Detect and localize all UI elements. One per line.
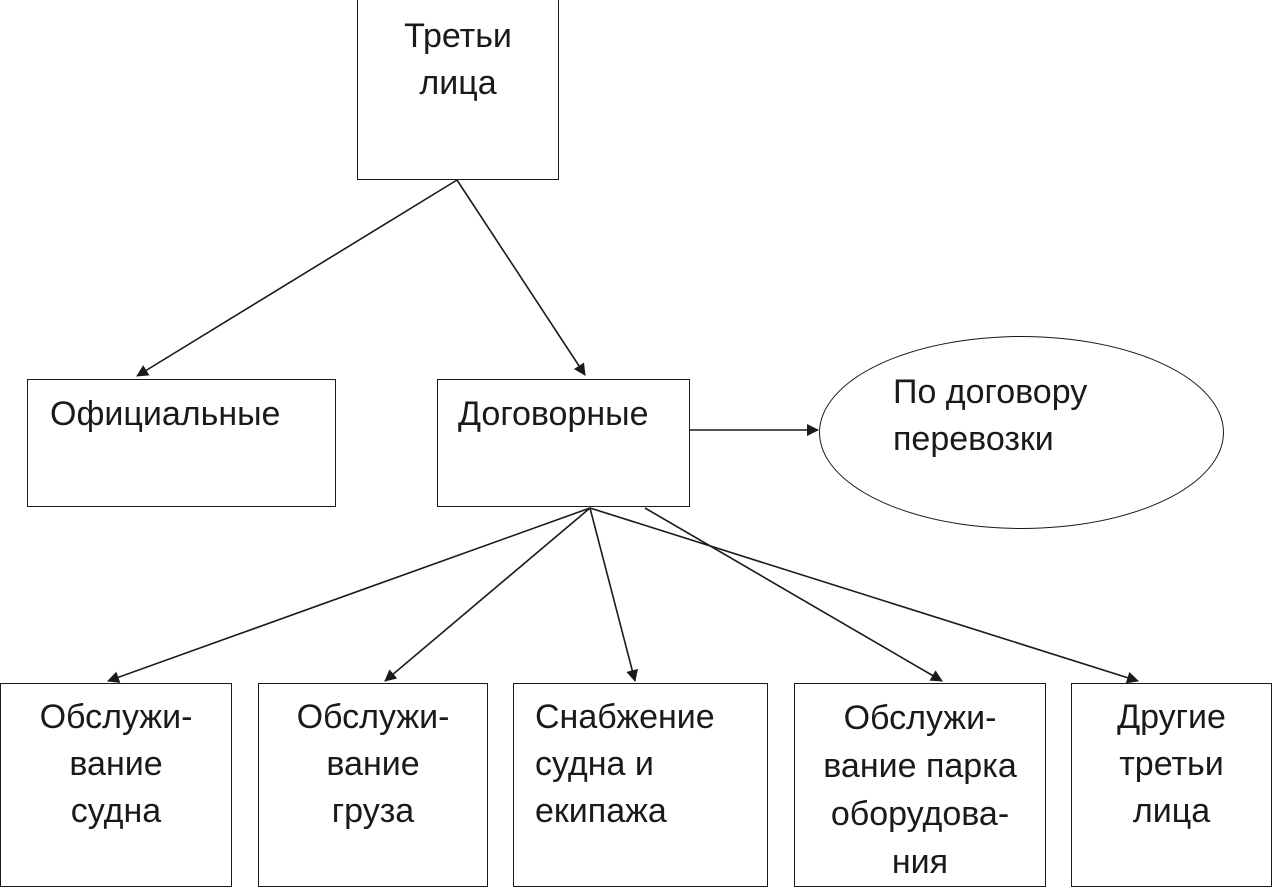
contractual-node	[437, 379, 690, 507]
supply-node	[513, 683, 768, 887]
equipment-service-label-line-4: ния	[891, 843, 949, 881]
third-parties-label: Третьи лица	[357, 13, 559, 107]
other-third-parties-node	[1071, 683, 1272, 887]
cargo-service-label-line-1: Обслужи-	[296, 698, 450, 736]
by-contract-label-line-2: перевозки	[893, 420, 1054, 458]
cargo-service-label-line-3: груза	[331, 792, 415, 830]
official-label-line-1: Официальные	[50, 395, 281, 433]
arrow-contractual-to-other	[589, 507, 1139, 684]
arrow-root-to-contractual	[456, 179, 586, 376]
equipment-service-label: Обслужи- вание парка оборудова- ния	[794, 694, 1046, 886]
supply-label: Снабжение судна и екипажа	[535, 694, 715, 835]
supply-label-line-1: Снабжение	[535, 698, 715, 736]
third-parties-label-line-1: Третьи	[404, 17, 512, 55]
equipment-service-node	[794, 683, 1046, 887]
official-label: Официальные	[50, 391, 280, 438]
by-contract-label: По договору перевозки	[893, 369, 1087, 463]
arrow-contractual-to-vessel-service	[107, 507, 591, 683]
other-third-parties-label: Другие третьи лица	[1071, 694, 1272, 835]
other-third-parties-label-line-1: Другие	[1117, 698, 1226, 736]
equipment-service-label-line-1: Обслужи-	[843, 699, 997, 737]
arrow-contractual-to-cargo-service	[384, 507, 591, 682]
supply-label-line-3: екипажа	[535, 792, 667, 830]
cargo-service-label: Обслужи- вание груза	[258, 694, 488, 835]
contractual-label: Договорные	[458, 391, 649, 438]
vessel-service-label-line-3: судна	[70, 792, 162, 830]
other-third-parties-label-line-3: лица	[1132, 792, 1211, 830]
arrow-contractual-to-equipment-service	[644, 507, 943, 682]
official-node	[27, 379, 336, 507]
vessel-service-label-line-1: Обслужи-	[39, 698, 193, 736]
equipment-service-label-line-2: вание парка	[823, 747, 1017, 785]
arrow-contractual-to-supply	[589, 507, 639, 682]
vessel-service-label-line-2: вание	[69, 745, 163, 783]
cargo-service-label-line-2: вание	[326, 745, 420, 783]
contractual-label-line-1: Договорные	[458, 395, 649, 433]
by-contract-ellipse	[819, 336, 1224, 529]
third-parties-label-line-2: лица	[419, 64, 497, 102]
arrow-root-to-official	[136, 179, 458, 377]
third-parties-node	[357, 0, 559, 180]
other-third-parties-label-line-2: третьи	[1119, 745, 1224, 783]
supply-label-line-2: судна и	[535, 745, 654, 783]
vessel-service-label: Обслужи- вание судна	[0, 694, 232, 835]
equipment-service-label-line-3: оборудова-	[830, 795, 1010, 833]
by-contract-label-line-1: По договору	[893, 373, 1088, 411]
cargo-service-node	[258, 683, 488, 887]
